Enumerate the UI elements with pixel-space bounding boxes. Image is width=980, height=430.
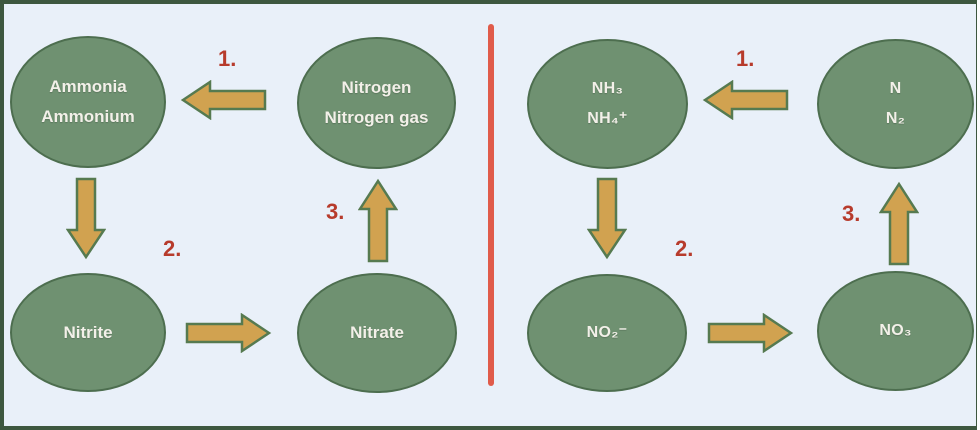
node-no2: NO₂⁻ <box>527 274 687 392</box>
node-nitrogen-gas: Nitrogen Nitrogen gas <box>297 37 456 169</box>
node-label: NO₃ <box>879 322 912 339</box>
node-label: N₂ <box>885 110 906 127</box>
arrow-up-icon <box>358 178 398 264</box>
node-label: Nitrite <box>63 322 113 342</box>
node-nitrite: Nitrite <box>10 273 166 392</box>
arrow-left-icon <box>180 80 268 120</box>
step-label-1: 1. <box>218 46 237 71</box>
node-n-n2: N N₂ <box>817 39 974 169</box>
node-label: Nitrogen <box>341 78 412 97</box>
arrow-down-icon <box>587 176 627 260</box>
step-label-2: 2. <box>675 236 694 261</box>
arrow-down-icon <box>66 176 106 260</box>
node-label: Nitrogen gas <box>324 108 429 127</box>
arrow-up-icon <box>879 181 919 267</box>
node-nitrate: Nitrate <box>297 273 457 393</box>
node-label: Nitrate <box>350 323 404 342</box>
arrow-right-icon <box>706 313 794 353</box>
step-label-3: 3. <box>326 199 345 224</box>
node-label: NO₂⁻ <box>586 324 628 341</box>
right-edge-strip <box>977 0 980 430</box>
node-label: NH₄⁺ <box>587 110 628 127</box>
node-label: Ammonium <box>41 107 135 126</box>
node-no3: NO₃ <box>817 271 974 391</box>
node-ammonia: Ammonia Ammonium <box>10 36 166 168</box>
node-nh3-nh4: NH₃ NH₄⁺ <box>527 39 688 169</box>
step-label-3: 3. <box>842 201 861 226</box>
node-label: N <box>889 80 902 97</box>
step-label-2: 2. <box>163 236 182 261</box>
node-label: NH₃ <box>591 80 624 97</box>
arrow-right-icon <box>184 313 272 353</box>
step-label-1: 1. <box>736 46 755 71</box>
node-label: Ammonia <box>49 77 127 96</box>
arrow-left-icon <box>702 80 790 120</box>
panel-divider <box>488 24 494 386</box>
